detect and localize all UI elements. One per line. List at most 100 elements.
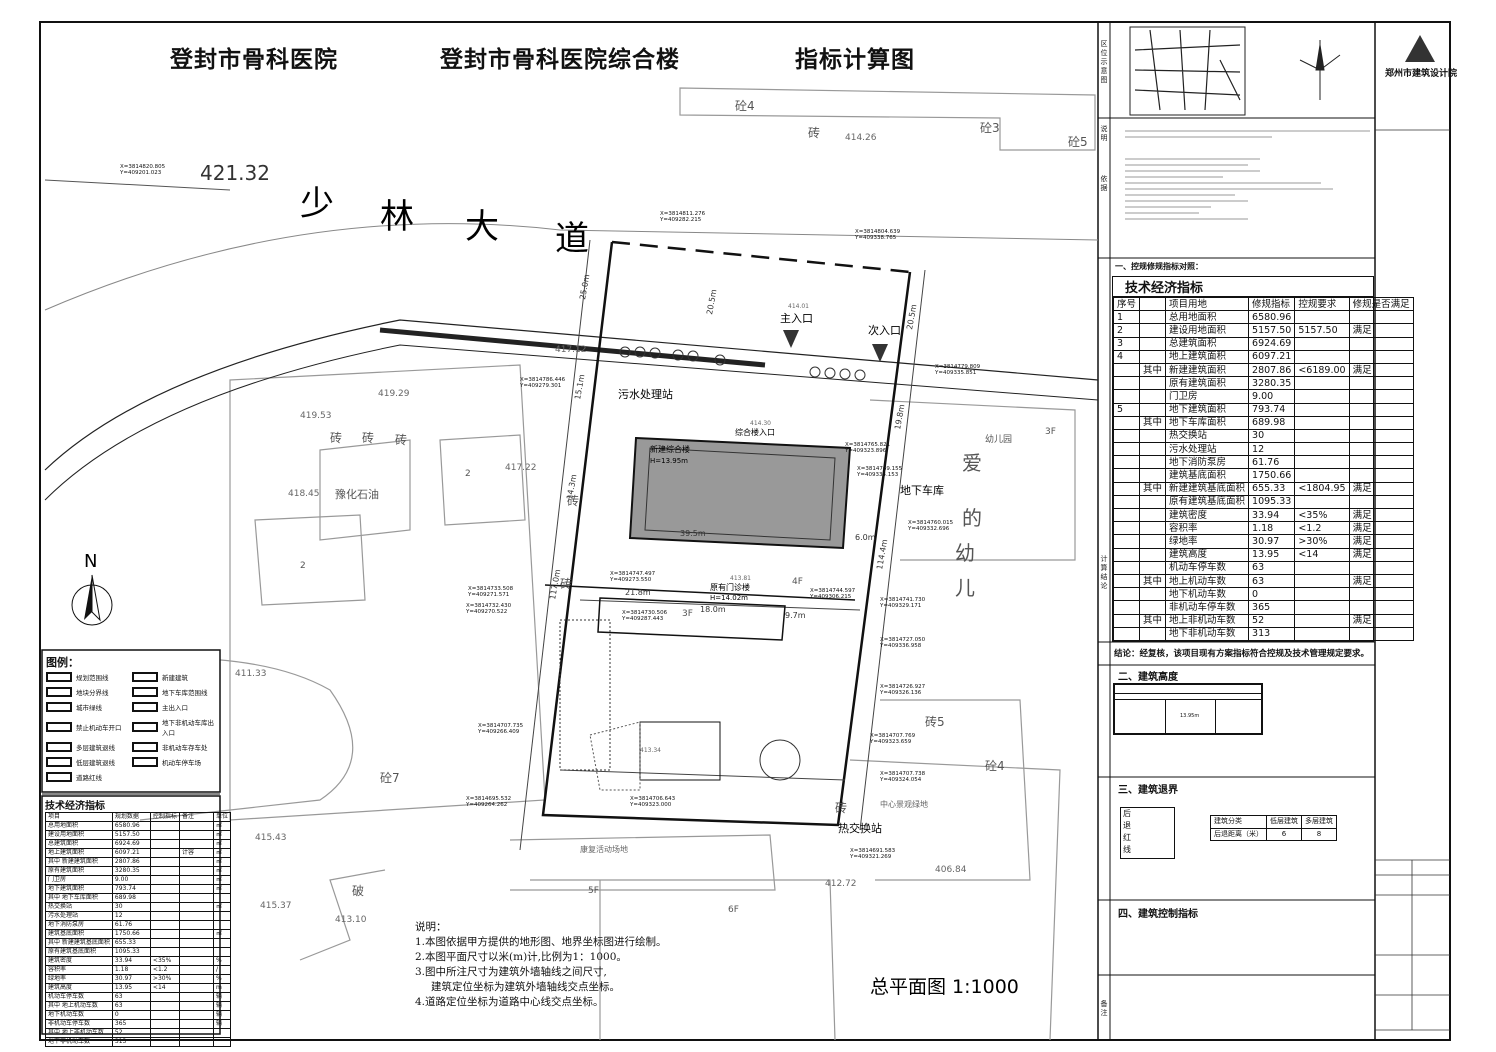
floor-count: 5F [588, 886, 599, 896]
road-name: 道 [555, 219, 589, 259]
table-cell [1139, 402, 1167, 417]
legend-symbol-icon [46, 772, 72, 782]
table-cell [178, 1010, 214, 1020]
side-label-conclusion: 计算结论 [1100, 555, 1108, 590]
table-cell: 6097.21 [111, 848, 151, 858]
table-cell [1348, 455, 1414, 470]
material-label: 破 [352, 883, 364, 898]
elevation: 413.81 [730, 575, 751, 582]
table-cell [1112, 507, 1141, 523]
table-cell: 655.33 [1248, 481, 1296, 496]
sewage-station-label: 污水处理站 [618, 387, 673, 401]
table-cell [149, 902, 180, 912]
table-cell: 30 [111, 902, 151, 912]
table-cell [212, 893, 231, 903]
table-cell: 13.95 [1248, 547, 1296, 562]
table-cell [1112, 468, 1141, 483]
table-cell: 2 [1112, 323, 1141, 338]
left-table-title: 技术经济指标 [45, 801, 105, 812]
table-cell: ㎡ [212, 848, 231, 858]
dimension: 19.8m [893, 403, 906, 430]
section2-heading: 二、建筑高度 [1118, 672, 1178, 683]
kindergarten-label: 幼儿园 [985, 433, 1012, 445]
elevation: 414.26 [845, 133, 877, 143]
table-cell [1139, 389, 1167, 404]
table-cell: 其中 新建建筑面积 [45, 857, 113, 867]
table-cell: 其中 地上非机动车数 [45, 1028, 113, 1038]
side-label-description: 说明 [1100, 125, 1108, 142]
legend-symbol-icon [132, 757, 158, 767]
dimension: 25.0m [578, 273, 591, 300]
note-item: 4.道路定位坐标为道路中心线交点坐标。 [415, 996, 604, 1008]
table-cell: % [212, 974, 231, 984]
table-cell: 63 [1248, 560, 1296, 575]
table-cell: <1804.95 [1294, 481, 1350, 496]
table-cell: 总建筑面积 [1165, 336, 1250, 351]
north-arrow-icon [71, 574, 113, 626]
table-cell: 门卫房 [45, 875, 113, 885]
table-cell [178, 965, 214, 975]
old-building-height: H=14.02m [710, 594, 748, 602]
table-cell [1112, 389, 1141, 404]
table-cell: 辆 [212, 1019, 231, 1029]
table-cell [1348, 494, 1414, 510]
table-cell: 1750.66 [1248, 468, 1296, 483]
coordinate-label: Y=409334.153 [856, 472, 899, 478]
table-cell: 满足 [1348, 613, 1414, 628]
legend-item: 道路红线 [46, 772, 132, 782]
table-cell [1112, 415, 1141, 430]
table-cell: 30.97 [111, 974, 151, 984]
table-cell: 其中 [1139, 573, 1167, 589]
table-cell: >30% [149, 974, 180, 984]
table-cell [1112, 376, 1141, 391]
table-cell [149, 830, 180, 840]
new-building [628, 436, 852, 550]
legend-label: 道路红线 [76, 774, 102, 782]
table-cell: 原有建筑面积 [1165, 376, 1250, 391]
coordinate-label: X=3814733.508 [468, 586, 514, 592]
road-name: 大 [465, 207, 499, 247]
table-cell [178, 974, 214, 984]
table-cell [149, 1037, 180, 1047]
legend-symbol-icon [132, 672, 158, 682]
table-cell: <1.2 [1294, 521, 1350, 536]
coordinate-label: Y=409321.269 [849, 854, 892, 860]
coordinate-label: Y=409264.262 [465, 802, 507, 808]
table-cell: 辆 [212, 992, 231, 1002]
table-cell [1112, 534, 1141, 549]
table-cell: 建筑高度 [45, 983, 113, 993]
table-cell: 绿地率 [45, 974, 113, 984]
table-cell [1139, 507, 1167, 523]
table-cell: ㎡ [212, 821, 231, 831]
legend-label: 城市绿线 [76, 704, 102, 712]
table-cell [178, 992, 214, 1002]
table-cell: 313 [111, 1037, 151, 1047]
heat-station-label: 热交换站 [838, 821, 882, 835]
table-cell: 满足 [1348, 323, 1414, 338]
table-cell [1348, 600, 1414, 615]
legend-item: 地下非机动车库出入口 [132, 717, 218, 737]
rehab-area-label: 康复活动场地 [580, 844, 628, 854]
table-cell [178, 875, 214, 885]
table-cell [178, 1037, 214, 1047]
dimension: 15.1m [573, 373, 586, 400]
table-cell [1139, 600, 1167, 615]
table-cell: 30 [1248, 428, 1296, 444]
table-cell [178, 1019, 214, 1029]
notes-title: 说明： [415, 921, 447, 933]
table-cell [178, 1028, 214, 1038]
note-item: 2.本图平面尺寸以米(m)计,比例为1：1000。 [415, 951, 627, 963]
table-cell [1294, 587, 1350, 602]
setback-side-char: 红 [1123, 833, 1131, 842]
